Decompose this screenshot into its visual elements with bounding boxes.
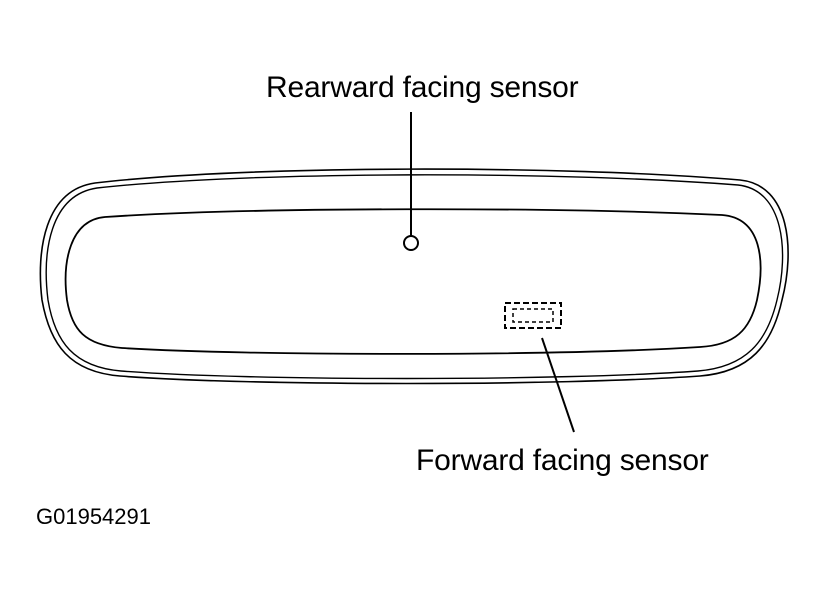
rearward-sensor-label: Rearward facing sensor [266, 71, 579, 104]
mirror-glass [64, 208, 762, 355]
forward-sensor-label: Forward facing sensor [416, 444, 709, 477]
mirror-housing-outer [39, 168, 789, 385]
mirror-housing-outer-inner [45, 174, 784, 380]
rearward-sensor [403, 235, 419, 251]
forward-sensor [504, 302, 562, 329]
forward-sensor-leader-line [541, 337, 575, 433]
figure-code: G01954291 [36, 504, 151, 529]
